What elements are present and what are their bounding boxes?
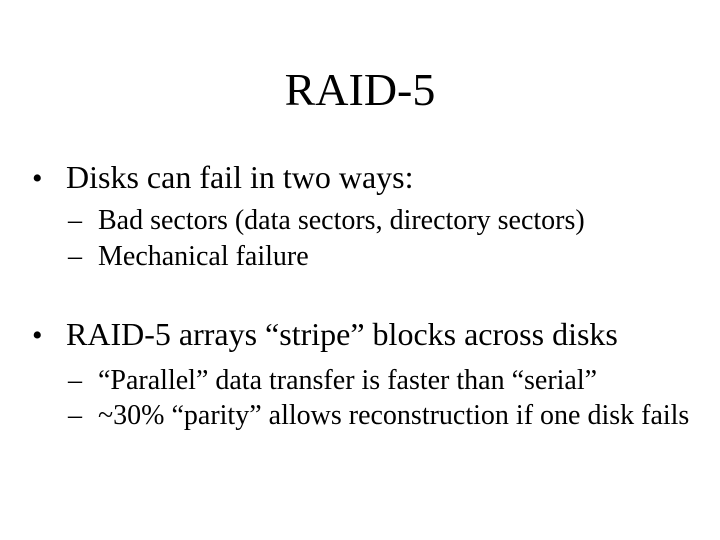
sub-bullet-item: – Mechanical failure — [68, 243, 309, 271]
sub-bullet-text: Bad sectors (data sectors, directory sec… — [98, 205, 585, 236]
sub-bullet-item: – Bad sectors (data sectors, directory s… — [68, 207, 585, 235]
sub-bullet-text: Mechanical failure — [98, 241, 309, 272]
sub-bullet-text: ~30% “parity” allows reconstruction if o… — [98, 400, 690, 431]
bullet-icon: • — [32, 319, 43, 352]
sub-bullet-item: – “Parallel” data transfer is faster tha… — [68, 367, 597, 395]
dash-icon: – — [68, 241, 82, 272]
bullet-icon: • — [32, 162, 43, 195]
bullet-text: RAID-5 arrays “stripe” blocks across dis… — [66, 316, 618, 352]
sub-bullet-item: – ~30% “parity” allows reconstruction if… — [68, 402, 689, 430]
sub-bullet-text: “Parallel” data transfer is faster than … — [98, 365, 598, 396]
bullet-text: Disks can fail in two ways: — [66, 159, 414, 195]
dash-icon: – — [68, 400, 82, 431]
dash-icon: – — [68, 365, 82, 396]
bullet-item: • Disks can fail in two ways: — [32, 161, 414, 194]
slide-title: RAID-5 — [284, 64, 436, 115]
dash-icon: – — [68, 205, 82, 236]
bullet-item: • RAID-5 arrays “stripe” blocks across d… — [32, 318, 618, 351]
